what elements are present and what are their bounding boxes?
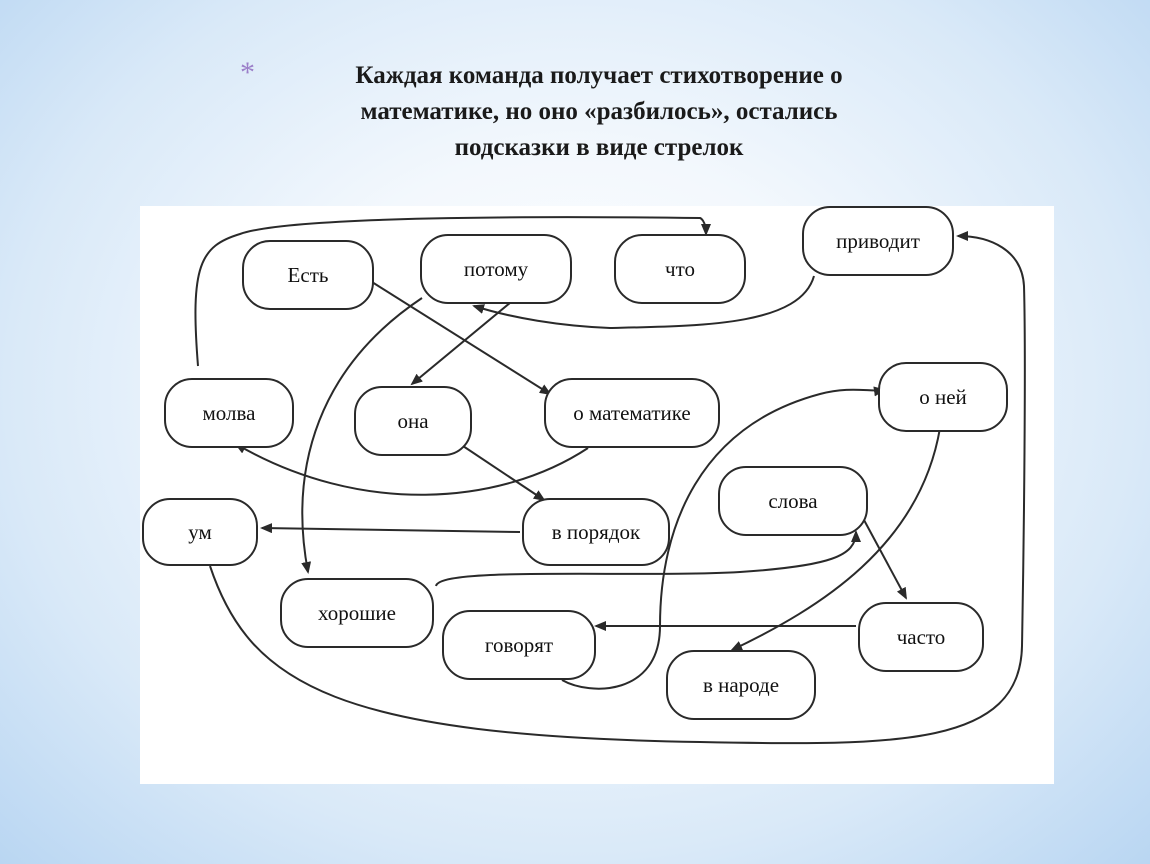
node-chasto: часто	[858, 602, 984, 672]
diagram-panel: Есть потому что приводит молва она о мат…	[140, 206, 1054, 784]
node-um: ум	[142, 498, 258, 566]
arrow-privodit-to-potomu	[472, 275, 815, 330]
title-line-2: математике, но оно «разбилось», остались	[360, 98, 838, 125]
title-block: * Каждая команда получает стихотворение …	[240, 56, 930, 166]
title-line-3: подсказки в виде стрелок	[454, 134, 744, 161]
node-molva: молва	[164, 378, 294, 448]
arrow-o-matematike-to-molva	[234, 442, 589, 496]
node-potomu: потому	[420, 234, 572, 304]
arrow-um-to-privodit	[209, 231, 1026, 745]
node-o-matematike: о математике	[544, 378, 720, 448]
arrow-govoryat-to-o-nei	[561, 386, 886, 690]
slide-title: Каждая команда получает стихотворение о …	[268, 58, 930, 166]
arrow-o-nei-to-v-narode	[730, 427, 941, 651]
title-line-1: Каждая команда получает стихотворение о	[355, 62, 843, 89]
node-v-narode: в народе	[666, 650, 816, 720]
node-chto: что	[614, 234, 746, 304]
node-ona: она	[354, 386, 472, 456]
node-o-nei: о ней	[878, 362, 1008, 432]
arrow-slova-to-chasto	[863, 519, 907, 600]
arrow-potomu-to-ona	[410, 287, 529, 386]
node-khoroshie: хорошие	[280, 578, 434, 648]
arrow-layer	[194, 216, 1026, 745]
arrow-est-to-o-matematike	[371, 281, 552, 396]
arrow-ona-to-v-poryadok	[459, 443, 546, 502]
arrow-molva-to-chto	[194, 216, 711, 367]
node-privodit: приводит	[802, 206, 954, 276]
node-slova: слова	[718, 466, 868, 536]
arrow-potomu-to-khoroshie	[301, 297, 423, 574]
node-govoryat: говорят	[442, 610, 596, 680]
node-est: Есть	[242, 240, 374, 310]
arrow-khoroshie-to-slova	[435, 530, 861, 587]
bullet-star: *	[240, 56, 255, 89]
arrow-v-poryadok-to-um	[260, 523, 521, 534]
node-v-poryadok: в порядок	[522, 498, 670, 566]
